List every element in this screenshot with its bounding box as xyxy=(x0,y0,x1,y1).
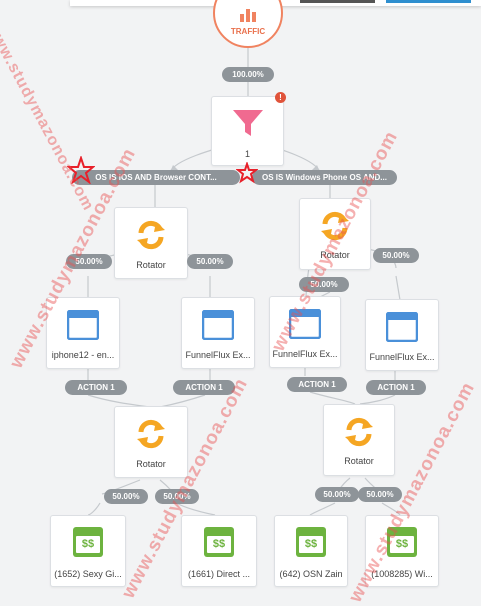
rotator-label: Rotator xyxy=(344,456,374,466)
route-condition-windows-phone[interactable]: OS IS Windows Phone OS AND... xyxy=(252,170,397,185)
condition-count: 1 xyxy=(244,149,250,159)
offer-node-2[interactable]: $$ (1661) Direct ... xyxy=(181,515,257,587)
offer-label: (1008285) Wi... xyxy=(371,569,433,579)
traffic-label: TRAFFIC xyxy=(230,27,266,36)
landing-page-label: FunnelFlux Ex... xyxy=(369,352,435,362)
offer-label: (642) OSN Zain xyxy=(279,569,343,579)
offer-node-4[interactable]: $$ (1008285) Wi... xyxy=(365,515,439,587)
browser-window-icon xyxy=(289,309,321,339)
rotator-node-2[interactable]: Rotator xyxy=(299,198,371,270)
offer-node-3[interactable]: $$ (642) OSN Zain xyxy=(274,515,348,587)
split-percent-badge: 50.00% xyxy=(187,254,233,269)
landing-page-label: FunnelFlux Ex... xyxy=(185,350,251,360)
toolbar-button-dark[interactable] xyxy=(300,0,375,3)
split-percent-badge: 50.00% xyxy=(299,277,349,292)
landing-page-node-4[interactable]: FunnelFlux Ex... xyxy=(365,299,439,371)
split-percent-badge: 50.00% xyxy=(155,489,199,504)
route-condition-ios[interactable]: OS IS iOS AND Browser CONT... xyxy=(72,170,240,185)
landing-page-node-3[interactable]: FunnelFlux Ex... xyxy=(269,296,341,368)
rotator-node-1[interactable]: Rotator xyxy=(114,207,188,279)
rotator-label: Rotator xyxy=(136,260,166,270)
rotate-icon xyxy=(137,419,165,449)
split-percent-badge: 50.00% xyxy=(373,248,419,263)
red-star-marker-icon xyxy=(67,156,95,184)
action-badge[interactable]: ACTION 1 xyxy=(173,380,235,395)
browser-window-icon xyxy=(67,310,99,340)
funnel-icon xyxy=(232,110,263,136)
offer-label: (1652) Sexy Gi... xyxy=(54,569,122,579)
offer-dollar-icon: $$ xyxy=(296,527,326,557)
condition-node[interactable]: 1 ! xyxy=(211,92,286,166)
action-badge[interactable]: ACTION 1 xyxy=(65,380,127,395)
toolbar-button-blue[interactable] xyxy=(386,0,471,3)
red-star-marker-icon xyxy=(236,162,258,184)
landing-page-label: FunnelFlux Ex... xyxy=(272,349,338,359)
rotator-node-3[interactable]: Rotator xyxy=(114,406,188,478)
rotate-icon xyxy=(137,220,165,250)
rotator-node-4[interactable]: Rotator xyxy=(323,404,395,476)
rotator-label: Rotator xyxy=(136,459,166,469)
split-percent-badge: 50.00% xyxy=(66,254,112,269)
bar-chart-icon xyxy=(240,9,256,22)
offer-node-1[interactable]: $$ (1652) Sexy Gi... xyxy=(50,515,126,587)
split-percent-badge: 50.00% xyxy=(104,489,148,504)
offer-label: (1661) Direct ... xyxy=(187,569,251,579)
rotator-label: Rotator xyxy=(320,250,350,260)
split-percent-badge: 50.00% xyxy=(358,487,402,502)
landing-page-label: iphone12 - en... xyxy=(51,350,115,360)
split-percent-badge: 50.00% xyxy=(315,487,359,502)
offer-dollar-icon: $$ xyxy=(204,527,234,557)
rotate-icon xyxy=(321,211,349,241)
browser-window-icon xyxy=(386,312,418,342)
info-badge-icon[interactable]: ! xyxy=(275,92,286,103)
traffic-percent-badge: 100.00% xyxy=(222,67,274,82)
landing-page-node-1[interactable]: iphone12 - en... xyxy=(46,297,120,369)
offer-dollar-icon: $$ xyxy=(387,527,417,557)
offer-dollar-icon: $$ xyxy=(73,527,103,557)
browser-window-icon xyxy=(202,310,234,340)
rotate-icon xyxy=(345,417,373,447)
landing-page-node-2[interactable]: FunnelFlux Ex... xyxy=(181,297,255,369)
action-badge[interactable]: ACTION 1 xyxy=(366,380,426,395)
action-badge[interactable]: ACTION 1 xyxy=(287,377,347,392)
